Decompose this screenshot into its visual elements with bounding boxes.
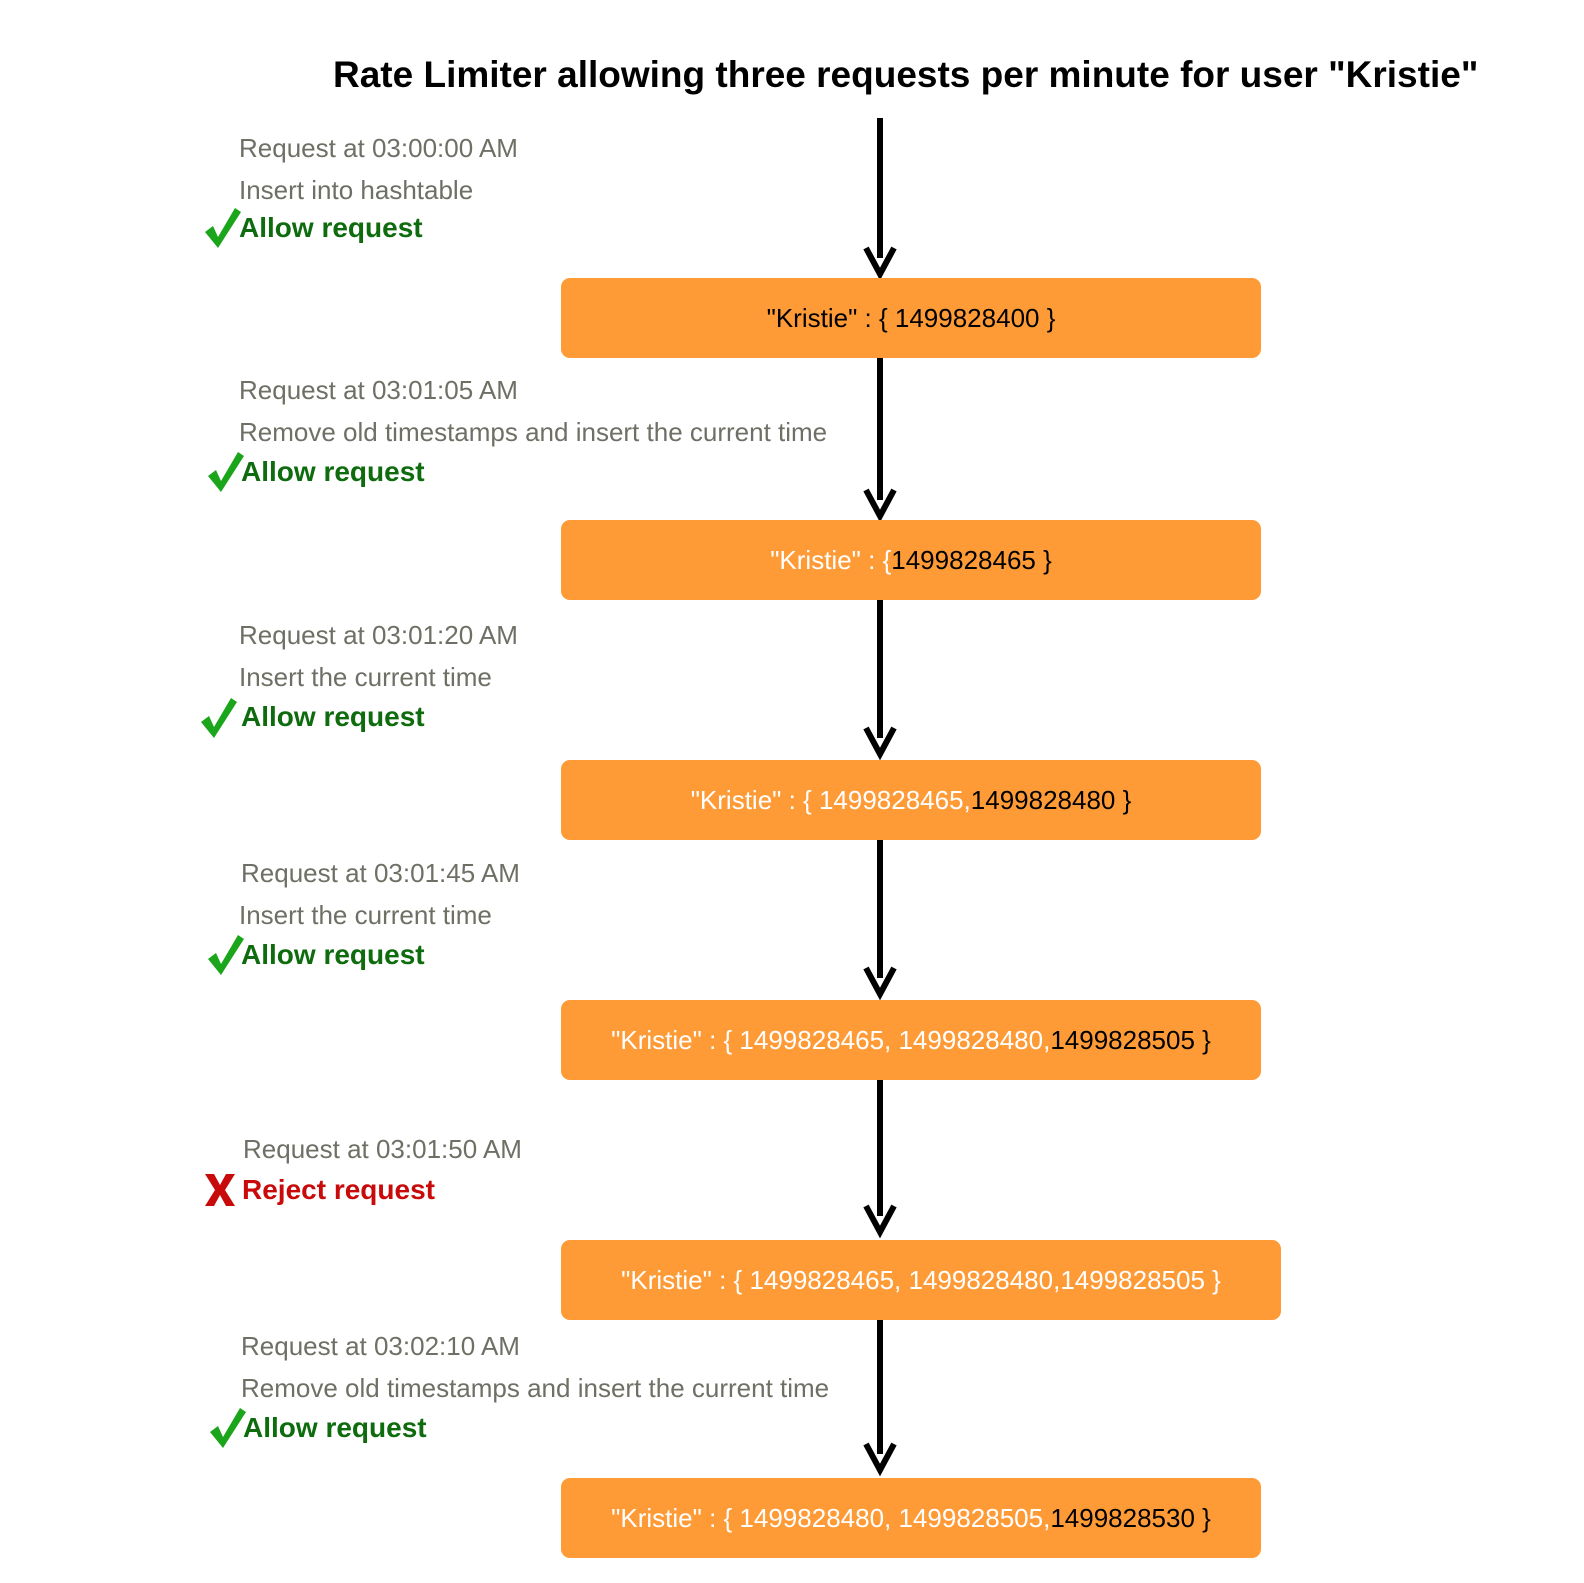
request-time-5: Request at 03:01:50 AM — [243, 1134, 522, 1164]
state-box-6: "Kristie" : { 1499828480, 1499828505, 14… — [561, 1478, 1261, 1558]
action-text-2: Remove old timestamps and insert the cur… — [239, 417, 828, 447]
verdict-label-2: Allow request — [241, 456, 425, 487]
state-text-white-3: "Kristie" : { 1499828465, — [690, 784, 971, 815]
state-text-black-2: 1499828465 } — [891, 544, 1052, 575]
arrow-head-3 — [863, 726, 897, 761]
state-box-4: "Kristie" : { 1499828465, 1499828480, 14… — [561, 1000, 1261, 1080]
verdict-label-4: Allow request — [241, 939, 425, 970]
check-icon — [210, 1408, 246, 1448]
arrow-head-4 — [863, 966, 897, 1001]
arrow-head-1 — [863, 246, 897, 281]
verdict-label-1: Allow request — [239, 212, 423, 243]
state-text-white-6: "Kristie" : { 1499828480, 1499828505, — [611, 1502, 1051, 1533]
request-time-3: Request at 03:01:20 AM — [239, 620, 518, 650]
verdict-label-6: Allow request — [243, 1412, 427, 1443]
state-text-white-2: "Kristie" : { — [770, 544, 892, 575]
action-text-6: Remove old timestamps and insert the cur… — [241, 1373, 830, 1403]
verdict-label-5: Reject request — [242, 1174, 435, 1205]
arrow-head-2 — [863, 488, 897, 523]
arrow-head-5 — [863, 1204, 897, 1239]
check-icon — [205, 208, 241, 248]
check-icon — [208, 452, 244, 492]
cross-icon — [205, 1174, 235, 1206]
state-box-3: "Kristie" : { 1499828465, 1499828480 } — [561, 760, 1261, 840]
action-text-3: Insert the current time — [239, 662, 492, 692]
diagram-title: Rate Limiter allowing three requests per… — [333, 54, 1479, 95]
request-time-1: Request at 03:00:00 AM — [239, 133, 518, 163]
action-text-1: Insert into hashtable — [239, 175, 474, 205]
arrow-head-6 — [863, 1442, 897, 1477]
action-text-4: Insert the current time — [239, 900, 492, 930]
request-time-4: Request at 03:01:45 AM — [241, 858, 520, 888]
state-text-black-3: 1499828480 } — [970, 784, 1132, 815]
state-text-black-6: 1499828530 } — [1050, 1502, 1211, 1533]
state-text-white-5: "Kristie" : { 1499828465, 1499828480,149… — [621, 1264, 1221, 1295]
state-text-white-4: "Kristie" : { 1499828465, 1499828480, — [611, 1024, 1051, 1055]
state-text-black-1: "Kristie" : { 1499828400 } — [766, 302, 1056, 333]
state-box-5: "Kristie" : { 1499828465, 1499828480,149… — [561, 1240, 1281, 1320]
request-time-2: Request at 03:01:05 AM — [239, 375, 518, 405]
request-time-6: Request at 03:02:10 AM — [241, 1331, 520, 1361]
state-text-black-4: 1499828505 } — [1050, 1024, 1211, 1055]
state-box-2: "Kristie" : { 1499828465 } — [561, 520, 1261, 600]
state-box-1: "Kristie" : { 1499828400 } — [561, 278, 1261, 358]
check-icon — [208, 935, 244, 975]
check-icon — [201, 698, 237, 738]
verdict-label-3: Allow request — [241, 701, 425, 732]
